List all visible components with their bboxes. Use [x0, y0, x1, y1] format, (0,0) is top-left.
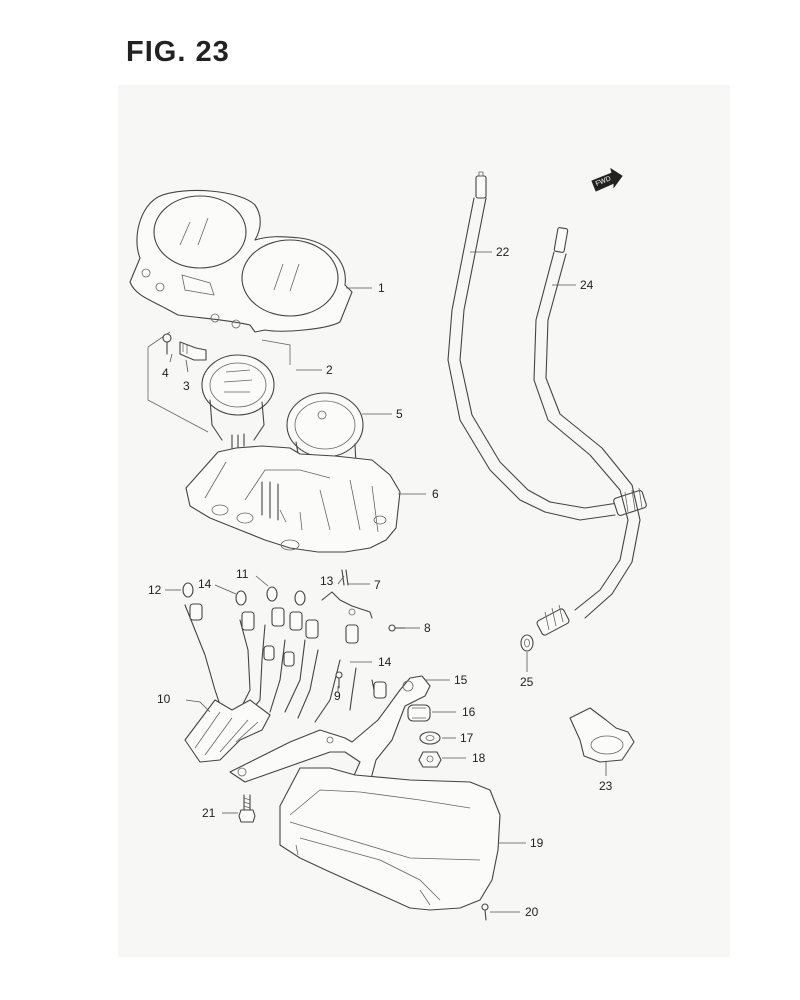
callout-1: 1: [378, 281, 385, 295]
cushion-part: [407, 704, 431, 722]
meter-cover-part: [129, 189, 353, 333]
callout-5: 5: [396, 407, 403, 421]
callout-13: 13: [320, 574, 334, 588]
fwd-arrow-badge: FWD: [591, 167, 623, 192]
callout-21: 21: [202, 806, 216, 820]
nut-part-18: [418, 751, 442, 768]
screw-part-8: [388, 624, 406, 632]
callout-19: 19: [530, 836, 544, 850]
callout-24: 24: [580, 278, 594, 292]
callout-23: 23: [599, 779, 613, 793]
screw-part-9: [335, 671, 343, 689]
callout-9: 9: [334, 689, 341, 703]
callout-22: 22: [496, 245, 510, 259]
callout-16: 16: [462, 705, 476, 719]
figure-title: FIG. 23: [126, 36, 230, 68]
callout-25: 25: [520, 675, 534, 689]
callout-14a: 14: [198, 577, 212, 591]
cable-guide-part: [569, 707, 635, 763]
meter-case-part: [185, 445, 401, 553]
callout-2: 2: [326, 363, 333, 377]
callout-15: 15: [454, 673, 468, 687]
callout-10: 10: [157, 692, 171, 706]
callout-labels: 1 2 3 4 5 6 7 8 9 10 11 12 13 14 14 15 1…: [148, 245, 613, 919]
callout-4: 4: [162, 366, 169, 380]
screw-part-20: [481, 903, 489, 921]
speedometer-cable-part: [447, 171, 647, 521]
callout-18: 18: [472, 751, 486, 765]
terminal-part: [321, 569, 373, 619]
callout-12: 12: [148, 583, 162, 597]
callout-11: 11: [236, 567, 249, 581]
washer-part-25: [520, 634, 534, 652]
lower-cover-part: [279, 767, 501, 911]
callout-7: 7: [374, 578, 381, 592]
wiring-harness-part: [182, 582, 387, 763]
bolt-part: [238, 794, 256, 823]
bracket-part: [229, 675, 431, 819]
tachometer-cable-part: [533, 227, 641, 636]
callout-6: 6: [432, 487, 439, 501]
speedometer-part: [201, 354, 275, 449]
bulb-socket-part: [179, 341, 207, 361]
screw-part: [162, 333, 172, 355]
callout-17: 17: [460, 731, 474, 745]
callout-3: 3: [183, 379, 190, 393]
washer-part-17: [419, 731, 441, 745]
leader-lines: [165, 251, 607, 913]
callout-20: 20: [525, 905, 539, 919]
callout-8: 8: [424, 621, 431, 635]
callout-14b: 14: [378, 655, 392, 669]
